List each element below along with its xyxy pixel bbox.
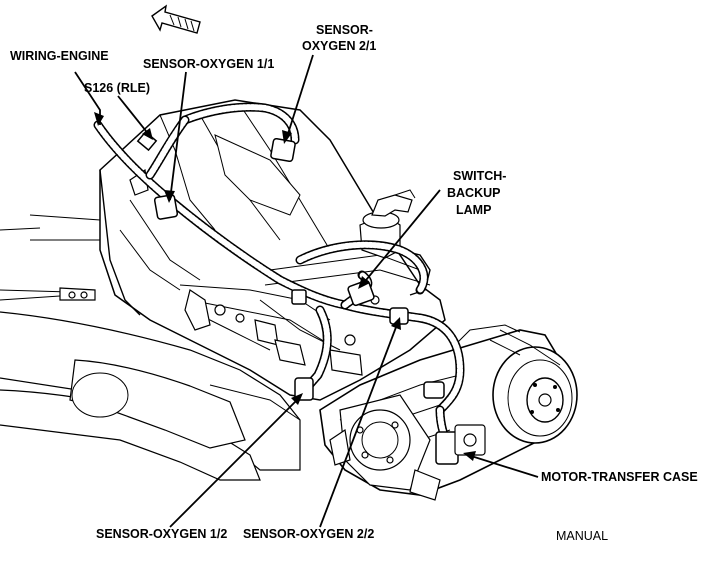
label-switch-backup-lamp-line2: BACKUP (447, 186, 500, 200)
transmission-housing (99, 99, 446, 421)
label-s126: S126 (RLE) (84, 81, 150, 95)
leader-lines (74, 54, 539, 528)
label-wiring-engine: WIRING-ENGINE (10, 49, 109, 63)
front-direction-arrow-icon (151, 4, 201, 34)
exhaust-pipes (0, 214, 301, 481)
label-sensor-oxygen-1-1: SENSOR-OXYGEN 1/1 (143, 57, 274, 71)
label-sensor-oxygen-1-2: SENSOR-OXYGEN 1/2 (96, 527, 227, 541)
label-switch-backup-lamp-line3: LAMP (456, 203, 491, 217)
label-sensor-oxygen-2-2: SENSOR-OXYGEN 2/2 (243, 527, 374, 541)
label-sensor-oxygen-2-1-line1: SENSOR- (316, 23, 373, 37)
label-sensor-oxygen-2-1-line2: OXYGEN 2/1 (302, 39, 376, 53)
label-switch-backup-lamp-line1: SWITCH- (453, 169, 506, 183)
label-motor-transfer-case: MOTOR-TRANSFER CASE (541, 470, 698, 484)
connectors (136, 130, 486, 465)
label-manual: MANUAL (556, 529, 608, 543)
